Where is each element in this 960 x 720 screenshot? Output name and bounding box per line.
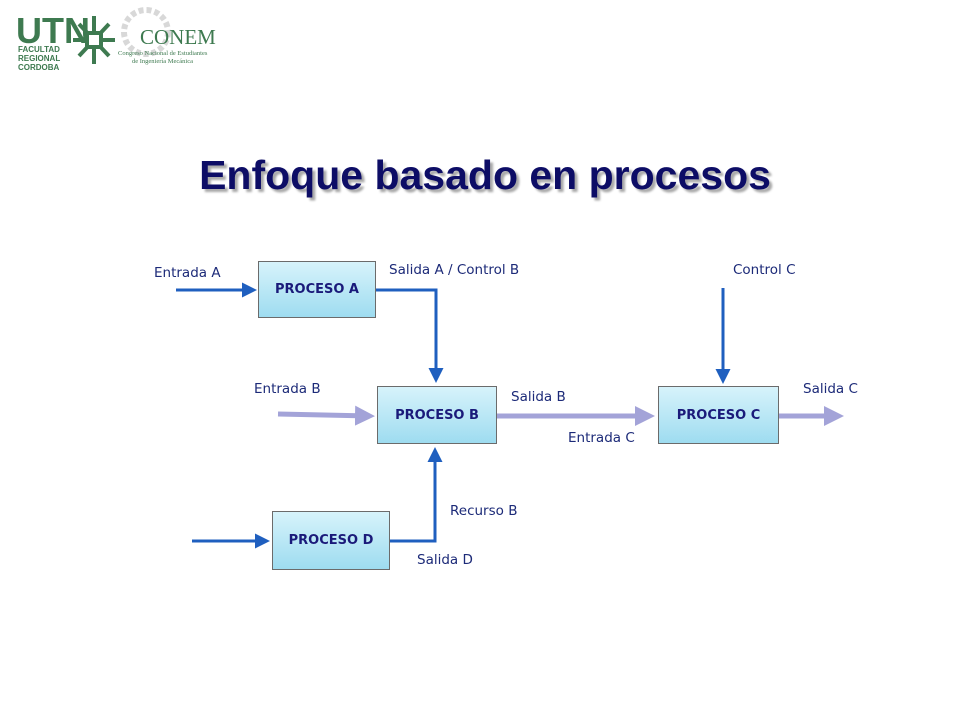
label-entrada-c: Entrada C	[568, 430, 635, 446]
header-logos: UTN FACULTAD REGIONAL CORDOBA CONEM Cong…	[16, 7, 216, 72]
arrow-salida-d-recurso-b	[390, 447, 443, 543]
utn-logo: UTN FACULTAD REGIONAL CORDOBA	[16, 10, 115, 72]
arrow-entrada-b	[277, 405, 375, 426]
process-box-a: PROCESO A	[258, 261, 376, 318]
conem-logo-line-2: de Ingeniería Mecánica	[132, 58, 193, 65]
label-salida-c: Salida C	[803, 381, 858, 397]
process-box-c: PROCESO C	[658, 386, 779, 444]
label-salida-d: Salida D	[417, 552, 473, 568]
utn-logo-line-2: REGIONAL	[18, 54, 60, 63]
label-control-c: Control C	[733, 262, 796, 278]
gear-icon	[121, 7, 171, 57]
label-salida-a-control-b: Salida A / Control B	[389, 262, 520, 278]
process-box-d: PROCESO D	[272, 511, 390, 570]
label-recurso-b: Recurso B	[450, 503, 518, 519]
page-title: Enfoque basado en procesos	[199, 152, 771, 198]
conem-logo-mark: CONEM	[140, 25, 216, 49]
utn-logo-line-1: FACULTAD	[18, 45, 60, 54]
utn-logo-line-3: CORDOBA	[18, 63, 60, 72]
conem-logo-line-1: Congreso Nacional de Estudiantes	[118, 50, 208, 57]
process-box-b: PROCESO B	[377, 386, 497, 444]
utn-star-icon	[73, 16, 115, 64]
label-salida-b: Salida B	[511, 389, 566, 405]
label-entrada-a: Entrada A	[154, 265, 221, 281]
label-entrada-b: Entrada B	[254, 381, 321, 397]
arrow-salida-a-control-b	[376, 288, 444, 383]
utn-logo-mark: UTN	[16, 10, 90, 51]
conem-logo: CONEM Congreso Nacional de Estudiantes d…	[118, 7, 216, 65]
